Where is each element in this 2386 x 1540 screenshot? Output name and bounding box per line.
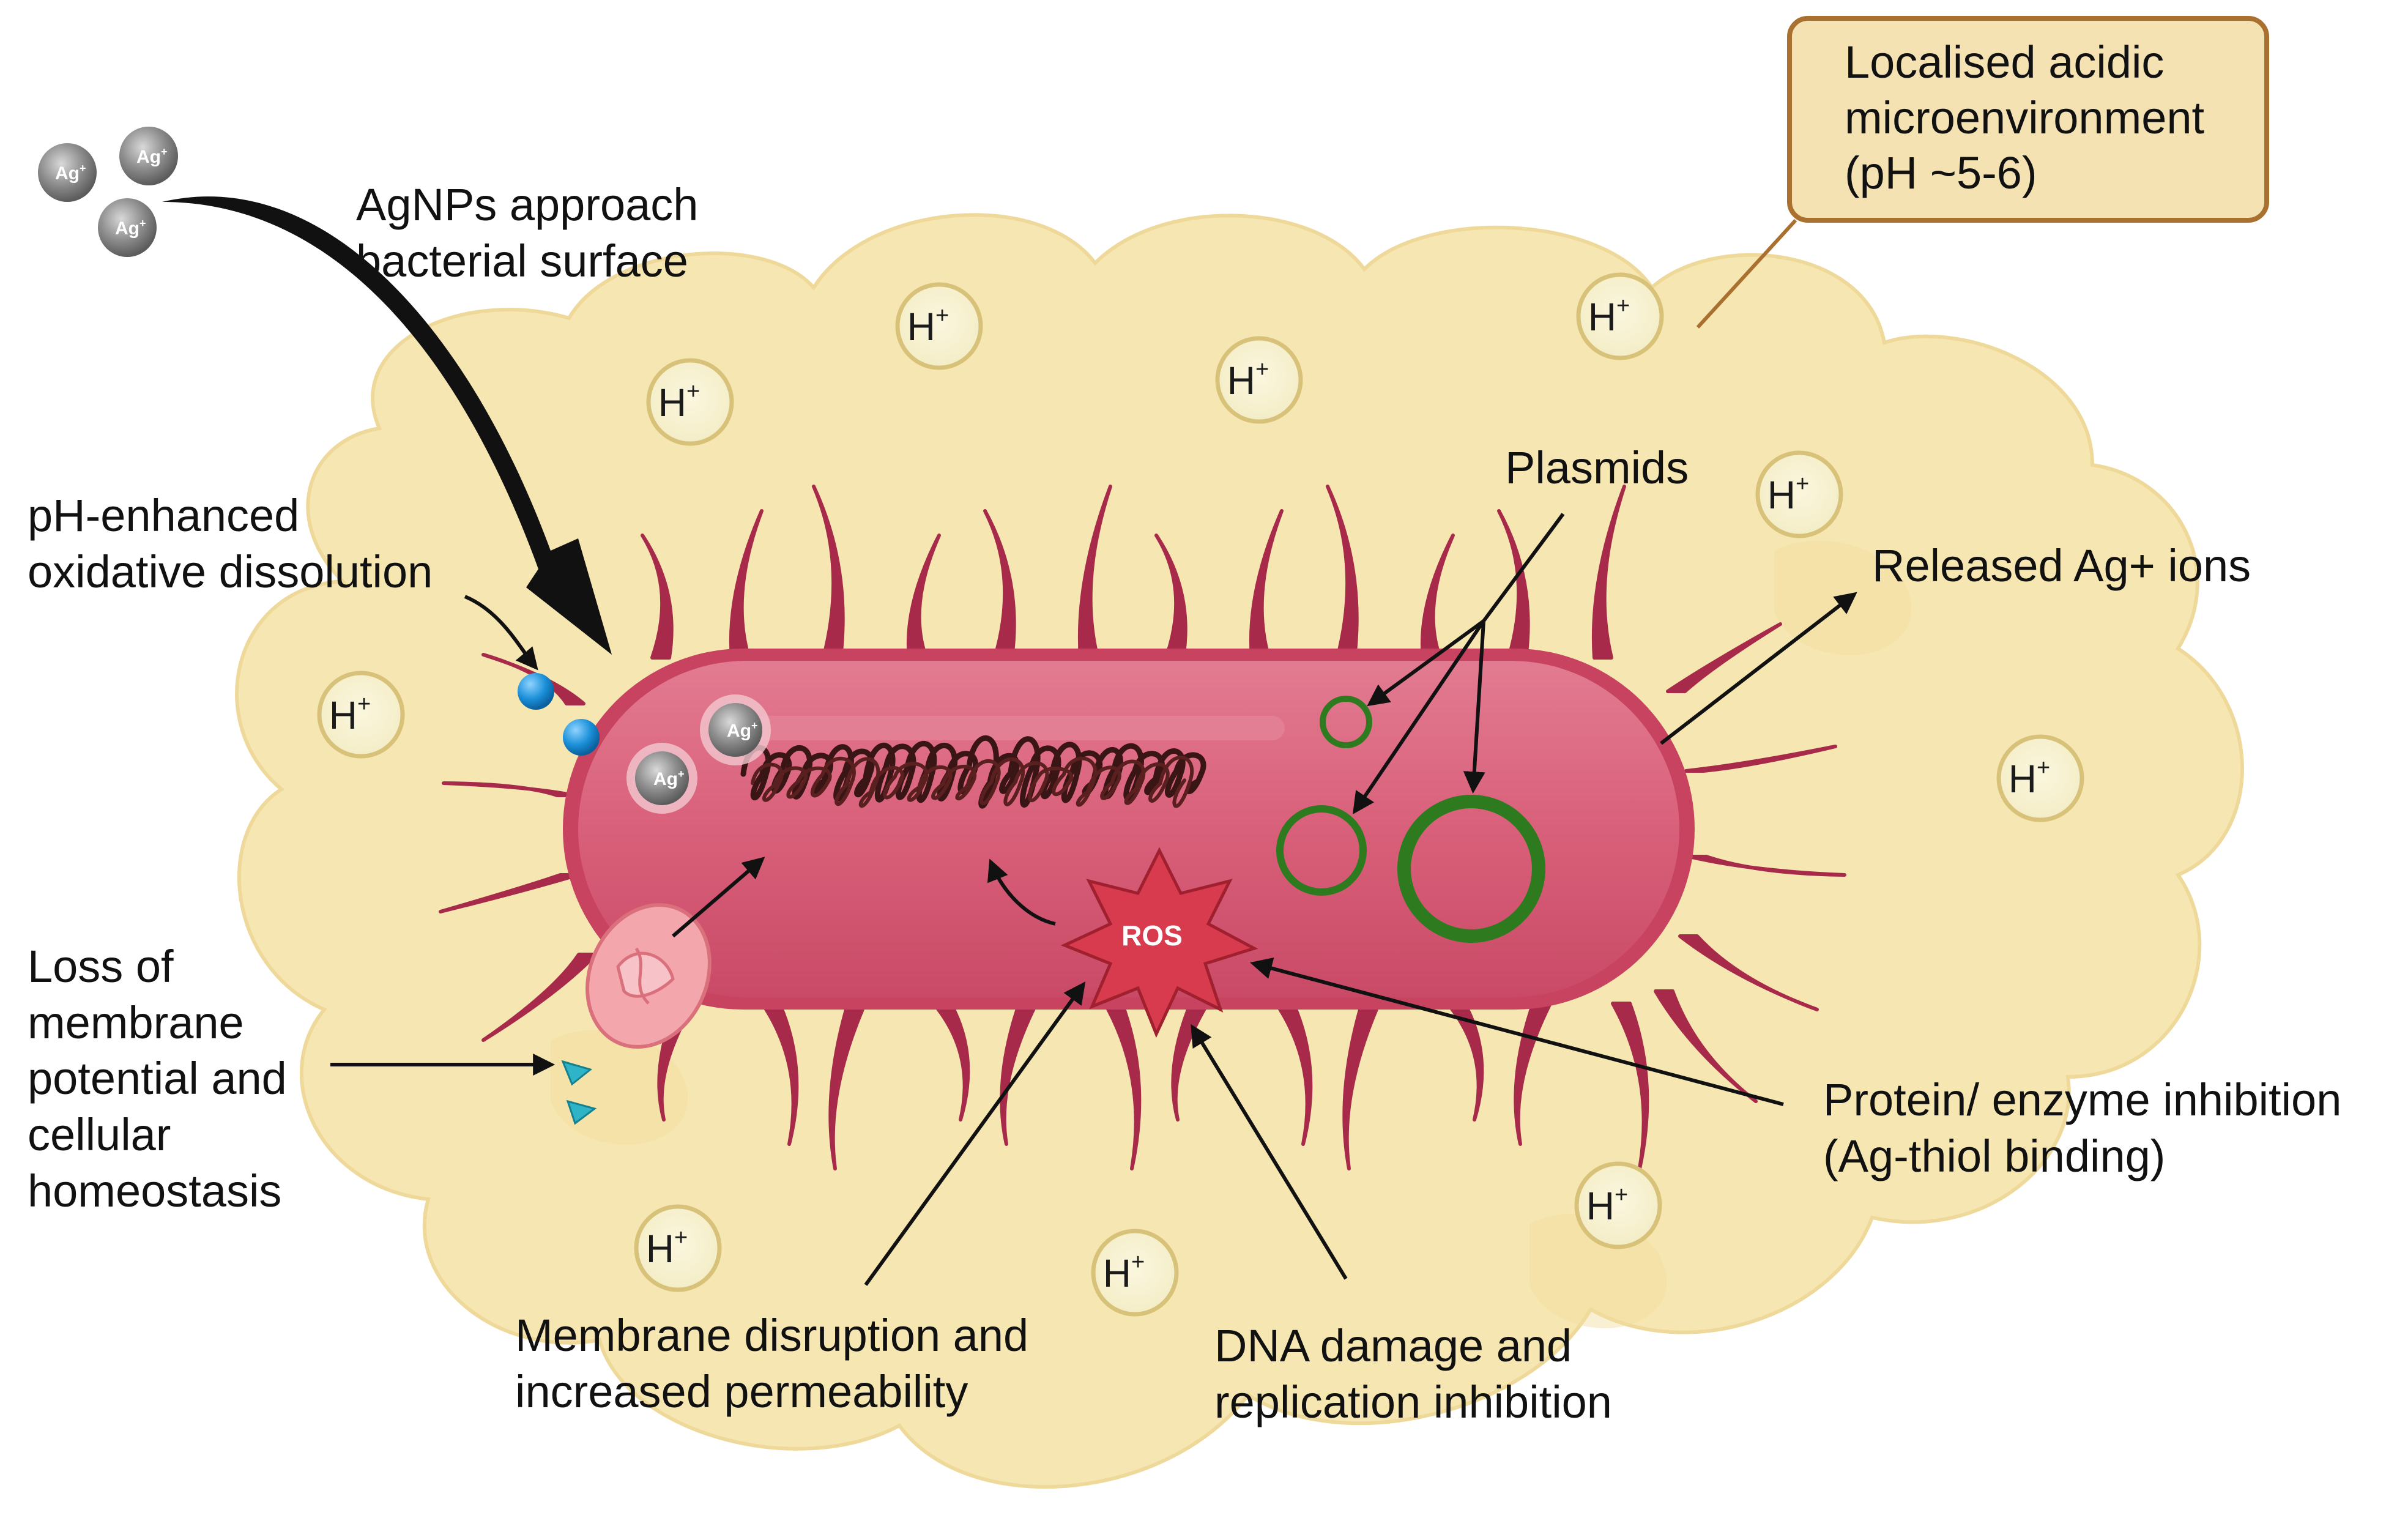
hydrogen-ions: H+ H+ H+ H+ H+ H+ H+ H+ H+ H+ <box>317 272 2084 1317</box>
callout-line-1: Localised acidic <box>1845 37 2164 87</box>
plasmid-small <box>1320 696 1372 748</box>
h-ion: H+ <box>895 282 983 370</box>
label-approach-1: AgNPs approach <box>356 179 698 230</box>
label-loss-2: membrane <box>28 997 244 1048</box>
bacterial-pili <box>439 485 1846 1170</box>
leaking-ions <box>561 1060 597 1125</box>
h-ion: H+ <box>1574 1161 1662 1249</box>
pilus <box>439 873 579 913</box>
ag-label-inside-2: Ag+ <box>653 768 685 789</box>
h-ion: H+ <box>1755 450 1843 538</box>
pilus <box>1103 1002 1142 1170</box>
label-protein-2: (Ag-thiol binding) <box>1823 1131 2165 1181</box>
pilus <box>1591 485 1626 660</box>
ag-particles-outside: Ag+ Ag+ Ag+ <box>38 127 178 257</box>
h-ion: H+ <box>1996 734 2084 822</box>
pilus <box>906 534 941 660</box>
h-ion-label: H+ <box>1103 1249 1145 1295</box>
pilus <box>760 1002 799 1146</box>
h-ion-label: H+ <box>1588 293 1630 339</box>
membrane-channel <box>585 903 712 1049</box>
label-dissolution-1: pH-enhanced <box>28 490 299 541</box>
bacterial-dna <box>740 735 1206 809</box>
label-released-ions: Released Ag+ ions <box>1872 540 2251 591</box>
pilus <box>1687 855 1846 877</box>
pilus <box>729 509 764 660</box>
pilus <box>1514 1002 1552 1146</box>
h-ion-label: H+ <box>646 1225 688 1271</box>
pilus <box>442 781 576 797</box>
plasmid-large <box>1397 795 1545 943</box>
plasmid-medium <box>1276 805 1367 896</box>
h-ion-label: H+ <box>1586 1182 1628 1228</box>
h-ion-label: H+ <box>907 303 949 349</box>
h-ion: H+ <box>317 671 405 759</box>
plasmids <box>1276 696 1545 943</box>
pilus <box>932 1002 970 1122</box>
label-approach-2: bacterial surface <box>356 236 688 286</box>
pilus <box>1420 534 1455 660</box>
ag-particles-inside: Ag+ Ag+ <box>626 694 771 814</box>
label-membrane-1: Membrane disruption and <box>515 1310 1028 1361</box>
h-ion: H+ <box>634 1204 722 1292</box>
label-membrane-2: increased permeability <box>515 1366 968 1417</box>
acidic-callout: Localised acidic microenvironment (pH ~5… <box>1787 16 2269 223</box>
pilus <box>1326 485 1359 660</box>
ros-starburst: ROS <box>1060 847 1258 1038</box>
pilus <box>1678 934 1819 1011</box>
ag-label-inside-1: Ag+ <box>727 720 758 741</box>
ros-label: ROS <box>1121 920 1183 951</box>
pilus <box>1666 622 1782 693</box>
h-ion-label: H+ <box>1227 357 1269 403</box>
svg-text:Ag+: Ag+ <box>55 162 86 184</box>
label-dna-2: replication inhibition <box>1214 1377 1612 1427</box>
dissolution-ions <box>518 673 600 756</box>
pilus <box>983 509 1016 660</box>
pilus <box>1342 1002 1381 1170</box>
pilus <box>812 485 845 660</box>
h-ion: H+ <box>1215 336 1303 424</box>
pilus <box>1154 534 1187 660</box>
callout-line-3: (pH ~5-6) <box>1845 147 2037 198</box>
pilus <box>1446 1002 1484 1122</box>
pilus <box>1000 1002 1038 1146</box>
pilus <box>1684 745 1837 773</box>
label-loss-4: cellular <box>28 1109 171 1160</box>
pilus <box>1249 509 1284 660</box>
approach-arrow <box>162 196 612 655</box>
h-ion: H+ <box>646 358 734 446</box>
pilus <box>828 1002 867 1170</box>
h-ion-label: H+ <box>1767 471 1809 517</box>
callout-line-2: microenvironment <box>1845 92 2205 143</box>
pilus <box>1171 1002 1210 1122</box>
pilus <box>1654 989 1758 1103</box>
annotation-arrows <box>330 218 1857 1286</box>
label-protein-1: Protein/ enzyme inhibition <box>1823 1074 2341 1125</box>
label-dna-1: DNA damage and <box>1214 1320 1572 1371</box>
pilus <box>1497 509 1530 660</box>
label-dissolution-2: oxidative dissolution <box>28 546 433 597</box>
label-loss-1: Loss of <box>28 941 174 992</box>
h-ion: H+ <box>1576 272 1664 360</box>
h-ion-label: H+ <box>329 691 371 737</box>
label-loss-5: homeostasis <box>28 1166 281 1216</box>
h-ion-label: H+ <box>658 379 700 425</box>
labels: AgNPs approach bacterial surface pH-enha… <box>28 179 2341 1427</box>
label-loss-3: potential and <box>28 1053 287 1104</box>
pilus <box>641 534 674 660</box>
svg-text:Ag+: Ag+ <box>136 146 168 167</box>
h-ion-label: H+ <box>2009 755 2050 801</box>
label-plasmids: Plasmids <box>1505 442 1689 493</box>
h-ion: H+ <box>1091 1229 1179 1317</box>
bacterium-cell <box>563 649 1695 1010</box>
pilus <box>1077 485 1112 660</box>
pilus <box>1274 1002 1313 1146</box>
pilus <box>481 953 598 1042</box>
svg-text:Ag+: Ag+ <box>115 217 146 239</box>
